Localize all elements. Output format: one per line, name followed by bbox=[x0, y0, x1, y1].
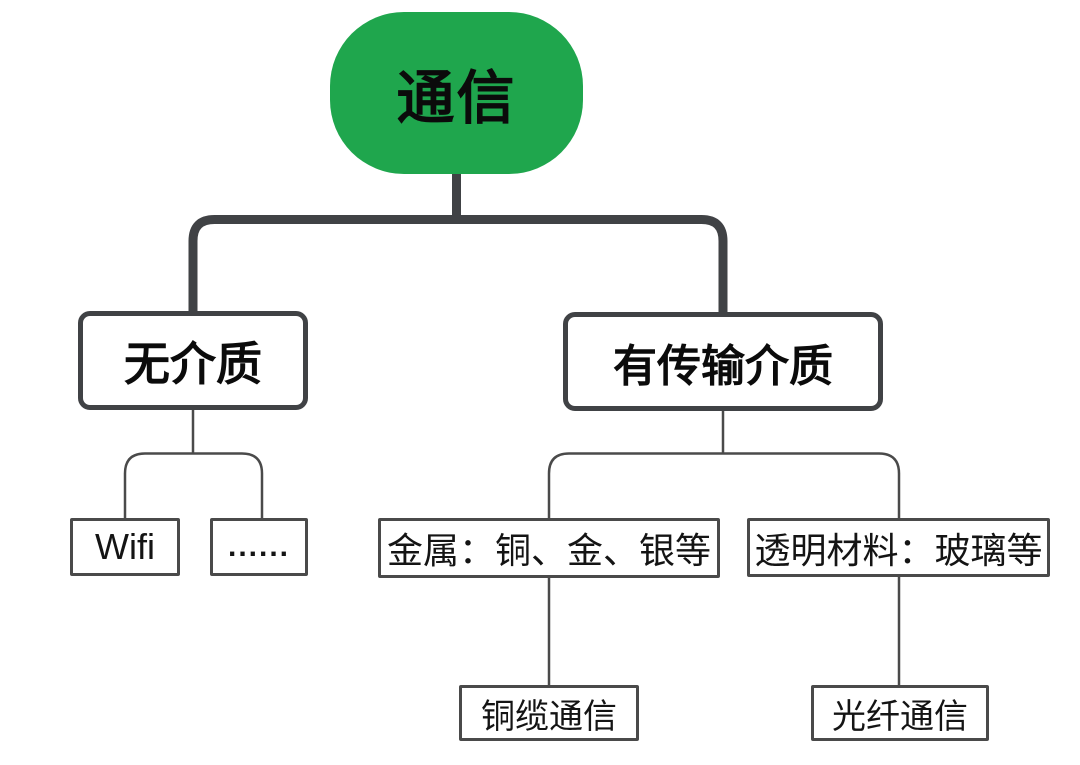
node-with-transmission-medium[interactable]: 有传输介质 bbox=[563, 312, 883, 411]
node-metal-label: 金属：铜、金、银等 bbox=[386, 530, 711, 571]
node-no-medium[interactable]: 无介质 bbox=[78, 311, 308, 410]
node-wifi[interactable]: Wifi bbox=[70, 518, 180, 576]
node-ellipsis-label: ...... bbox=[227, 530, 290, 563]
node-metal-materials[interactable]: 金属：铜、金、银等 bbox=[378, 518, 720, 578]
node-ellipsis-others[interactable]: ...... bbox=[210, 518, 308, 576]
node-transparent-label: 透明材料：玻璃等 bbox=[754, 529, 1043, 571]
node-fiber-label: 光纤通信 bbox=[832, 697, 968, 736]
node-transparent-materials[interactable]: 透明材料：玻璃等 bbox=[747, 518, 1050, 577]
node-optical-fiber-communication[interactable]: 光纤通信 bbox=[811, 685, 989, 741]
node-copper-label: 铜缆通信 bbox=[481, 697, 617, 736]
node-no-medium-label: 无介质 bbox=[124, 337, 262, 390]
thin-connector-with-medium bbox=[547, 409, 901, 521]
node-wifi-label: Wifi bbox=[95, 526, 155, 567]
thin-connector-leaves bbox=[547, 575, 901, 688]
node-with-medium-label: 有传输介质 bbox=[613, 341, 833, 391]
node-copper-cable-communication[interactable]: 铜缆通信 bbox=[459, 685, 639, 741]
node-root-label: 通信 bbox=[396, 66, 517, 131]
node-root-communication[interactable]: 通信 bbox=[330, 12, 583, 174]
thick-connector-root bbox=[188, 171, 728, 316]
thin-connector-no-medium bbox=[123, 407, 264, 521]
